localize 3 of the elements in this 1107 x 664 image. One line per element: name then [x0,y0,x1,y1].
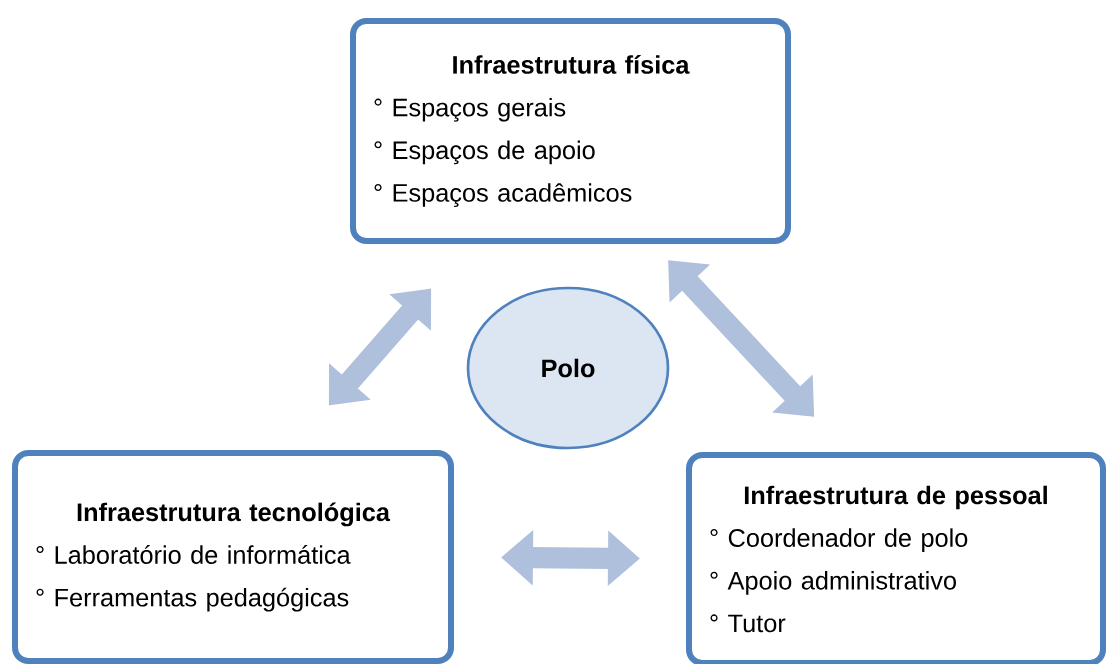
text-box: Infraestrutura de pessoal ° Coordenador de polo ° Apoio administrativo ° Tutor [686,452,1106,664]
text-box: Infraestrutura tecnológica ° Laboratório de informática ° Ferramentas pedagógicas [12,450,454,664]
text-box: Infraestrutura física ° Espaços gerais ° Espaços de apoio ° Espaços acadêmicos [350,18,791,244]
